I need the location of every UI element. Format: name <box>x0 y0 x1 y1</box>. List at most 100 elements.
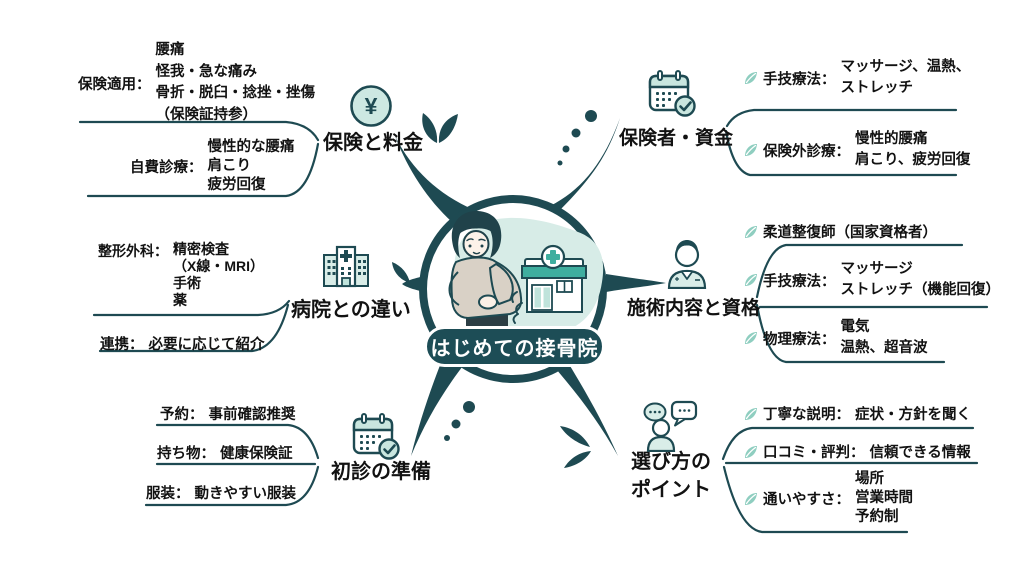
item-line: 薬 <box>173 292 187 308</box>
item-prefix: 口コミ・評判： <box>763 445 865 461</box>
item-line: 信頼できる情報 <box>869 445 971 461</box>
item-line: 肩こり <box>207 158 252 174</box>
item-prefix: 丁寧な説明： <box>763 407 850 423</box>
item-prefix: 整形外科： <box>98 243 168 259</box>
leaf-icon <box>392 262 410 283</box>
list-item: 予約： 事前確認推奨 <box>160 403 296 424</box>
item-line: 怪我・急な痛み <box>155 63 258 80</box>
leaf-icon <box>745 492 757 505</box>
item-line: 場所 <box>855 471 884 487</box>
item-line: 必要に応じて紹介 <box>148 337 265 353</box>
item-line: ストレッチ <box>840 80 914 96</box>
branch-lower-right <box>550 356 618 456</box>
item-line: 肩こり、疲労回復 <box>855 152 971 168</box>
branch-label-insurance-fees: 保険と料金 <box>323 132 423 154</box>
page-title: はじめての接骨院 <box>430 338 599 360</box>
branch-upper-left <box>395 136 474 222</box>
item-line: （保険証持参） <box>155 106 258 123</box>
branch-right-spike <box>606 274 666 292</box>
item-prefix: 手技療法： <box>763 273 836 290</box>
leaf-icon <box>422 113 438 143</box>
item-line: 事前確認推奨 <box>208 407 296 423</box>
back-pain-woman-illustration <box>448 210 523 340</box>
item-line: 慢性的腰痛 <box>855 131 928 147</box>
item-line: 温熱、超音波 <box>840 340 928 356</box>
people-chat-icon <box>641 400 701 457</box>
leaf-icon <box>438 114 458 143</box>
item-line: 予約制 <box>855 509 899 525</box>
item-prefix: 持ち物： <box>157 446 215 462</box>
item-prefix: 保険適用： <box>78 76 151 93</box>
yen-symbol: ¥ <box>365 93 378 119</box>
item-prefix: 服装： <box>146 486 190 502</box>
item-line: マッサージ <box>840 261 913 277</box>
item-prefix: 通いやすさ： <box>763 492 850 508</box>
list-item: 自費診療： 慢性的な腰痛 肩こり 疲労回復 <box>130 138 295 195</box>
leaf-icon <box>745 407 757 420</box>
item-prefix: 保険外診療： <box>763 143 850 160</box>
list-item: 手技療法： マッサージ ストレッチ（機能回復） <box>743 259 1000 301</box>
item-line: ストレッチ（機能回復） <box>840 282 1001 298</box>
item-line: 動きやすい服装 <box>194 486 297 502</box>
list-item: 保険外診療： 慢性的腰痛 肩こり、疲労回復 <box>743 129 970 171</box>
hospital-icon <box>321 242 371 293</box>
center-branches <box>395 118 666 456</box>
leaf-icon <box>745 274 757 286</box>
branch-label-treatment-qualifications: 施術内容と資格 <box>627 298 761 319</box>
list-item: 手技療法： マッサージ、温熱、 ストレッチ <box>743 57 970 99</box>
item-line: 症状・方針を聞く <box>855 407 971 423</box>
list-item: 口コミ・評判： 信頼できる情報 <box>743 441 971 462</box>
item-line: 疲労回復 <box>207 177 266 193</box>
item-line: 腰痛 <box>155 42 185 58</box>
branch-label-choosing-points: 選び方の ポイント <box>631 448 711 504</box>
item-line: 慢性的な腰痛 <box>207 139 295 155</box>
branch-leaves <box>392 113 591 468</box>
branch-label-hospital-difference: 病院との違い <box>291 299 411 321</box>
list-item: 服装： 動きやすい服装 <box>146 482 296 503</box>
item-line: 精密検査 <box>173 241 229 257</box>
leaf-icon <box>745 72 757 84</box>
branch-lower-left <box>411 350 466 456</box>
calendar-check-icon <box>647 68 697 123</box>
item-line: 電気 <box>840 319 870 335</box>
list-item: 整形外科： 精密検査 （X線・MRI） 手術 薬 <box>98 241 264 309</box>
list-item: 保険適用： 腰痛 怪我・急な痛み 骨折・脱臼・捻挫・挫傷 （保険証持参） <box>78 40 315 126</box>
item-prefix: 手技療法： <box>763 71 836 88</box>
leaf-icon <box>564 451 591 468</box>
list-item: 物理療法： 電気 温熱、超音波 <box>743 317 928 359</box>
calendar-check-icon <box>351 411 401 466</box>
item-prefix: 予約： <box>160 407 204 423</box>
item-prefix: 自費診療： <box>130 160 203 176</box>
list-item: 通いやすさ： 場所 営業時間 予約制 <box>743 470 913 527</box>
list-item: 連携： 必要に応じて紹介 <box>100 333 265 354</box>
item-line: （X線・MRI） <box>173 258 264 274</box>
item-line: 柔道整復師（国家資格者） <box>763 225 937 241</box>
branch-label-insurer-funds: 保険者・資金 <box>619 128 734 149</box>
leaf-icon <box>745 225 757 238</box>
list-item: 柔道整復師（国家資格者） <box>743 221 937 242</box>
item-prefix: 連携： <box>100 337 144 353</box>
list-item: 持ち物： 健康保険証 <box>157 442 293 463</box>
leaf-icon <box>560 426 590 447</box>
leaf-icon <box>745 332 757 344</box>
clinic-building-illustration <box>521 244 587 313</box>
leaf-icon <box>745 144 757 156</box>
item-line: 手術 <box>173 275 201 291</box>
branch-label-line: 選び方の <box>631 451 711 473</box>
item-prefix: 物理療法： <box>763 331 836 348</box>
branch-left-spike <box>402 276 424 292</box>
item-line: マッサージ、温熱、 <box>840 59 971 75</box>
yen-icon: ¥ <box>349 84 393 133</box>
branch-label-line: ポイント <box>631 479 711 501</box>
list-item: 丁寧な説明： 症状・方針を聞く <box>743 403 971 424</box>
pain-spark-marks <box>511 291 523 324</box>
leaf-icon <box>745 445 757 458</box>
practitioner-icon <box>662 235 712 294</box>
dot-trails <box>444 110 597 441</box>
center-title-pill: はじめての接骨院 <box>424 326 605 367</box>
brace-connectors <box>78 108 989 534</box>
branch-label-first-visit-prep: 初診の準備 <box>331 461 431 483</box>
item-line: 営業時間 <box>855 490 913 506</box>
